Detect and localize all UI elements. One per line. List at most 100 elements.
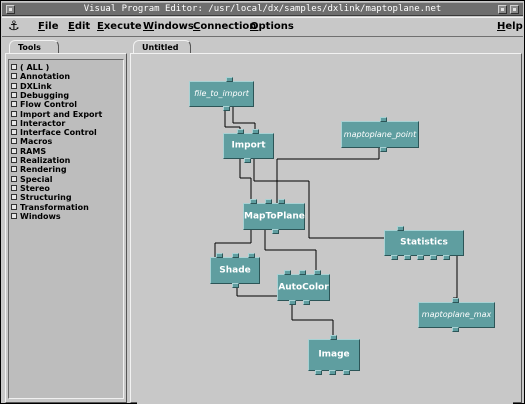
- input-tab[interactable]: [226, 77, 233, 82]
- output-tab[interactable]: [380, 147, 387, 152]
- node-image[interactable]: Image: [308, 335, 360, 375]
- expand-plus-icon[interactable]: [11, 175, 17, 182]
- expand-plus-icon[interactable]: [11, 212, 17, 219]
- maximize-icon[interactable]: [510, 5, 519, 14]
- expand-plus-icon[interactable]: [11, 194, 17, 201]
- tool-category-item[interactable]: Import and Export: [11, 110, 102, 120]
- tool-category-label: RAMS: [20, 146, 47, 156]
- node-import[interactable]: Import: [223, 129, 274, 163]
- expand-plus-icon[interactable]: [11, 91, 17, 98]
- tool-category-item[interactable]: Interactor: [11, 119, 65, 129]
- node-statistics[interactable]: Statistics: [384, 226, 464, 260]
- output-tab[interactable]: [272, 229, 279, 234]
- input-tab[interactable]: [397, 226, 404, 231]
- expand-plus-icon[interactable]: [11, 119, 17, 126]
- minimize-icon[interactable]: [498, 5, 507, 14]
- menu-file[interactable]: File: [38, 21, 59, 32]
- node-shade[interactable]: Shade: [210, 253, 260, 288]
- tool-category-item[interactable]: DXLink: [11, 82, 52, 92]
- tool-category-item[interactable]: Macros: [11, 137, 52, 147]
- output-tab[interactable]: [430, 255, 437, 260]
- input-tab[interactable]: [252, 129, 259, 134]
- tool-category-label: ( ALL ): [20, 63, 50, 72]
- output-tab[interactable]: [391, 255, 398, 260]
- tool-category-item[interactable]: Debugging: [11, 91, 69, 101]
- output-tab[interactable]: [417, 255, 424, 260]
- output-tab[interactable]: [315, 370, 322, 375]
- expand-plus-icon[interactable]: [11, 101, 17, 108]
- input-tab[interactable]: [250, 199, 257, 204]
- output-tab[interactable]: [443, 255, 450, 260]
- input-tab[interactable]: [232, 253, 239, 258]
- output-tab[interactable]: [223, 106, 230, 111]
- program-canvas[interactable]: file_to_import Import maptoplane_point M…: [137, 60, 513, 404]
- tool-category-item[interactable]: RAMS: [11, 147, 46, 157]
- expand-plus-icon[interactable]: [11, 184, 17, 191]
- output-tab[interactable]: [244, 158, 251, 163]
- menu-connection[interactable]: Connection: [193, 21, 257, 32]
- expand-plus-icon[interactable]: [11, 129, 17, 136]
- node-maptoplane-max[interactable]: maptoplane_max: [418, 298, 495, 332]
- expand-plus-icon[interactable]: [11, 64, 17, 70]
- expand-plus-icon[interactable]: [11, 138, 17, 145]
- menu-options[interactable]: Options: [250, 21, 294, 32]
- output-tab[interactable]: [289, 300, 296, 305]
- tool-category-item[interactable]: Realization: [11, 156, 70, 166]
- expand-plus-icon[interactable]: [11, 166, 17, 173]
- tool-category-label: DXLink: [20, 81, 52, 91]
- node-file-to-import[interactable]: file_to_import: [189, 77, 254, 111]
- tool-category-item[interactable]: Flow Control: [11, 100, 77, 110]
- window-title: Visual Program Editor: /usr/local/dx/sam…: [83, 4, 442, 14]
- menu-edit[interactable]: Edit: [68, 21, 91, 32]
- tool-category-item[interactable]: Stereo: [11, 184, 50, 194]
- canvas-panel: file_to_import Import maptoplane_point M…: [130, 53, 522, 404]
- input-tab[interactable]: [284, 270, 291, 275]
- anchor-icon[interactable]: ⚓: [8, 19, 20, 34]
- tool-category-item[interactable]: Annotation: [11, 72, 70, 82]
- tool-category-item[interactable]: Interface Control: [11, 128, 97, 138]
- title-bar[interactable]: Visual Program Editor: /usr/local/dx/sam…: [2, 2, 523, 16]
- tool-category-item[interactable]: Special: [11, 175, 53, 185]
- tab-tools[interactable]: Tools: [9, 40, 59, 54]
- node-maptoplane[interactable]: MapToPlane: [243, 199, 305, 234]
- input-tab[interactable]: [299, 270, 306, 275]
- tool-category-item[interactable]: Transformation: [11, 203, 89, 213]
- tool-category-item[interactable]: ( ALL ): [11, 63, 49, 73]
- menu-execute[interactable]: Execute: [97, 21, 142, 32]
- expand-plus-icon[interactable]: [11, 157, 17, 163]
- menu-bar: ⚓ File Edit Execute Windows Connection O…: [2, 17, 523, 37]
- expand-plus-icon[interactable]: [11, 82, 17, 89]
- menu-windows[interactable]: Windows: [143, 21, 194, 32]
- expand-plus-icon[interactable]: [11, 203, 17, 210]
- input-tab[interactable]: [278, 199, 285, 204]
- input-tab[interactable]: [380, 117, 387, 122]
- input-tab[interactable]: [314, 270, 321, 275]
- tool-category-item[interactable]: Structuring: [11, 193, 72, 203]
- output-tab[interactable]: [452, 327, 459, 332]
- tab-untitled[interactable]: Untitled: [133, 40, 191, 54]
- input-tab[interactable]: [452, 298, 459, 303]
- input-tab[interactable]: [216, 253, 223, 258]
- tool-category-label: Flow Control: [20, 100, 77, 110]
- expand-plus-icon[interactable]: [11, 73, 17, 80]
- output-tab[interactable]: [343, 370, 350, 375]
- tool-category-item[interactable]: Windows: [11, 212, 61, 222]
- input-tab[interactable]: [248, 253, 255, 258]
- input-tab[interactable]: [330, 335, 337, 340]
- output-tab[interactable]: [232, 283, 239, 288]
- tool-category-item[interactable]: Rendering: [11, 165, 67, 175]
- window-menu-icon[interactable]: [6, 5, 15, 14]
- input-tab[interactable]: [265, 199, 272, 204]
- tool-category-label: Windows: [20, 211, 61, 221]
- expand-plus-icon[interactable]: [11, 110, 17, 117]
- output-tab[interactable]: [404, 255, 411, 260]
- output-tab[interactable]: [329, 370, 336, 375]
- node-maptoplane-point[interactable]: maptoplane_point: [341, 117, 419, 152]
- tool-category-label: Structuring: [20, 193, 72, 203]
- menu-help[interactable]: Help: [497, 21, 523, 32]
- node-autocolor[interactable]: AutoColor: [277, 270, 330, 305]
- output-tab[interactable]: [303, 300, 310, 305]
- expand-plus-icon[interactable]: [11, 147, 17, 154]
- input-tab[interactable]: [237, 129, 244, 134]
